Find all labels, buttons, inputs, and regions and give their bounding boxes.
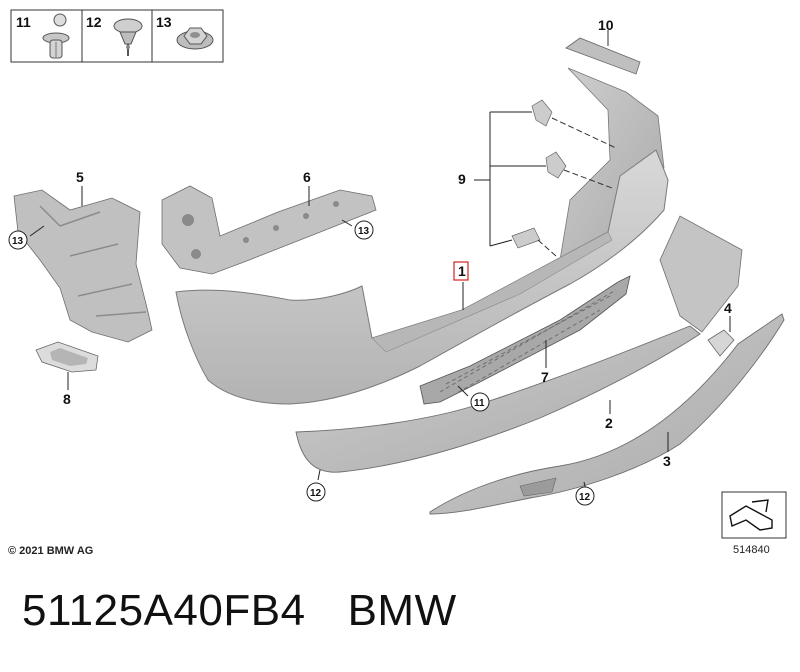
bracket-6-holes bbox=[182, 201, 339, 259]
part-1-rear-bumper bbox=[175, 149, 669, 405]
bracket-5-ribs bbox=[39, 205, 147, 317]
legend-number-12: 12 bbox=[86, 14, 102, 30]
svg-text:13: 13 bbox=[358, 226, 370, 237]
part-6-side-bracket bbox=[161, 185, 377, 275]
callout-4: 4 bbox=[724, 300, 732, 316]
diffuser-fin bbox=[519, 477, 557, 497]
callout-8: 8 bbox=[63, 391, 71, 407]
diagram-reference-number: 514840 bbox=[733, 544, 770, 556]
svg-text:12: 12 bbox=[310, 488, 322, 499]
callout-6: 6 bbox=[303, 169, 311, 185]
grille-pattern bbox=[439, 289, 617, 397]
svg-text:11: 11 bbox=[474, 398, 485, 409]
circled-callout-12-left: 12 bbox=[306, 482, 326, 502]
highlight-box bbox=[453, 261, 469, 281]
hex-nut-icon bbox=[176, 27, 214, 50]
callout-5: 5 bbox=[76, 169, 84, 185]
fastener-legend: 11 12 13 bbox=[10, 9, 224, 63]
part-7-grille-strip bbox=[419, 275, 631, 405]
circled-callout-13-left: 13 bbox=[8, 230, 28, 250]
part-number: 51125A40FB4 bbox=[22, 586, 306, 635]
part-9-clips bbox=[511, 99, 617, 257]
svg-text:12: 12 bbox=[579, 492, 591, 503]
callout-9: 9 bbox=[458, 171, 466, 187]
caption: 51125A40FB4 BMW bbox=[22, 586, 457, 636]
leader-lines bbox=[29, 111, 731, 491]
brand-name: BMW bbox=[347, 586, 457, 635]
circled-callout-12-right: 12 bbox=[575, 486, 595, 506]
part-4-side-trim bbox=[659, 215, 743, 333]
legend-number-11: 11 bbox=[16, 14, 31, 30]
circled-callout-13-right: 13 bbox=[354, 220, 374, 240]
part-3-diffuser bbox=[429, 313, 785, 515]
expanding-rivet-icon bbox=[42, 13, 70, 59]
bumper-center-channel bbox=[371, 231, 613, 353]
parts-diagram: 11 12 13 bbox=[8, 9, 787, 557]
legend-number-13: 13 bbox=[156, 14, 172, 30]
push-clip-icon bbox=[113, 18, 143, 56]
callout-1: 1 bbox=[458, 263, 466, 279]
callout-2: 2 bbox=[605, 415, 613, 431]
callout-10: 10 bbox=[598, 17, 614, 33]
part-10-spoiler-strip bbox=[565, 30, 641, 75]
callout-3: 3 bbox=[663, 453, 671, 469]
part-2-lower-trim bbox=[295, 325, 701, 473]
reflector-lens bbox=[50, 348, 88, 366]
part-4-cap bbox=[707, 329, 735, 357]
circled-callout-11: 11 bbox=[470, 392, 490, 412]
copyright-notice: © 2021 BMW AG bbox=[8, 545, 93, 557]
svg-text:13: 13 bbox=[12, 236, 24, 247]
view-orientation-icon bbox=[721, 491, 787, 539]
callout-7: 7 bbox=[541, 369, 549, 385]
part-5-left-bracket bbox=[13, 189, 153, 343]
